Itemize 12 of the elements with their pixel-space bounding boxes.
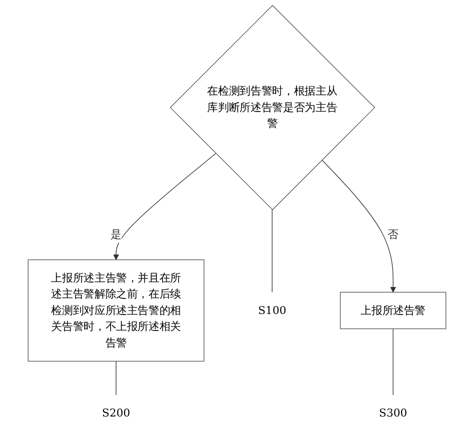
arrow (322, 160, 396, 292)
node-text: S200 (102, 406, 130, 420)
edge-label: 是 (110, 228, 122, 241)
connector (392, 328, 394, 396)
node-text: S300 (379, 406, 408, 420)
connector (272, 209, 273, 293)
node-text: S100 (258, 304, 286, 317)
node-box: 上报所述主告警，并且在所述主告警解除之前，在后续检测到对应所述主告警的相关告警时，不上报所述相关告警 (28, 259, 204, 362)
edge-label: 否 (388, 228, 399, 241)
node-box: 上报所述告警 (340, 292, 446, 330)
node-diamond: 在检测到告警时，根据主从库判断所述告警是否为主告警 (170, 4, 376, 210)
arrow (113, 153, 216, 260)
